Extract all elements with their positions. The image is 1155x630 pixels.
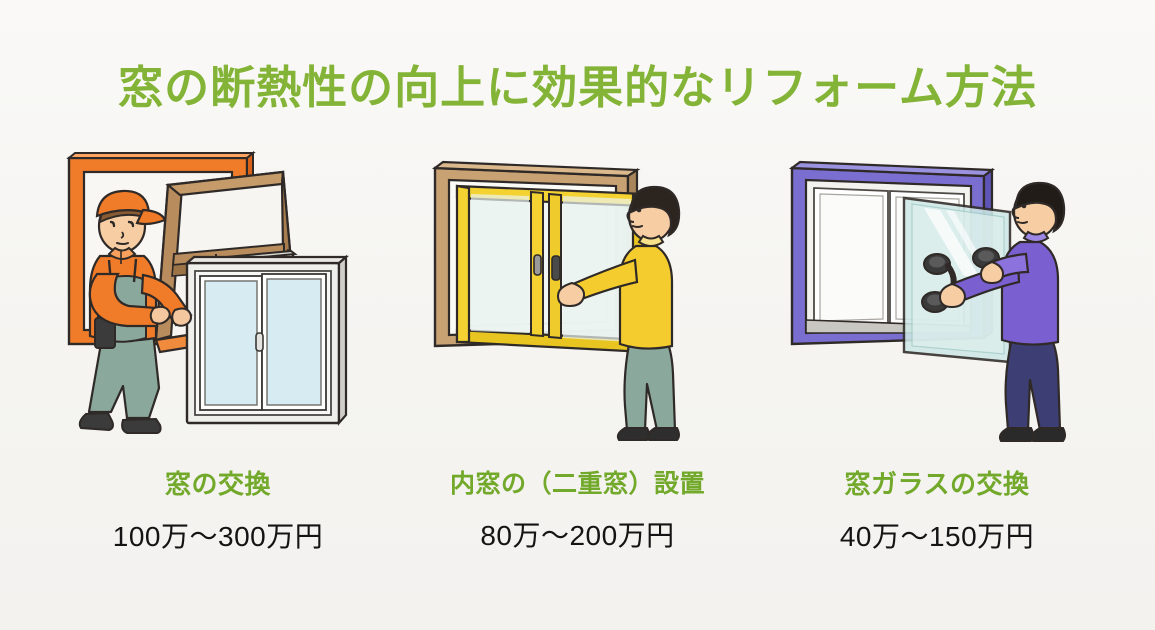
- illustration-worker-replacing-window: [53, 150, 383, 450]
- illustration-person-opening-inner-window: [413, 150, 743, 450]
- caption-glass-replacement: 窓ガラスの交換: [844, 469, 1030, 499]
- columns-container: 窓の交換 100万～300万円: [0, 150, 1155, 580]
- price-inner-window: 80万～200万円: [480, 520, 675, 551]
- price-glass-replacement: 40万～150万円: [839, 521, 1035, 552]
- page-title: 窓の断熱性の向上に効果的なリフォーム方法: [118, 62, 1037, 113]
- new-white-window: [184, 249, 349, 426]
- caption-inner-window: 内窓の（二重窓）設置: [449, 470, 705, 498]
- inner-window-yellow: [455, 184, 646, 354]
- person-figure-yellow: [556, 185, 680, 441]
- illustration-person-installing-glass-pane: [772, 150, 1102, 450]
- person-figure-purple: [938, 181, 1066, 442]
- price-window-replacement: 100万～300万円: [112, 521, 324, 552]
- caption-window-replacement: 窓の交換: [164, 469, 271, 499]
- title-container: 窓の断熱性の向上に効果的なリフォーム方法: [0, 62, 1155, 114]
- worker-figure: [78, 189, 193, 434]
- column-glass-replacement: 窓ガラスの交換 40万～150万円: [767, 150, 1107, 580]
- column-inner-window: 内窓の（二重窓）設置 80万～200万円: [408, 150, 748, 580]
- column-window-replacement: 窓の交換 100万～300万円: [48, 150, 388, 580]
